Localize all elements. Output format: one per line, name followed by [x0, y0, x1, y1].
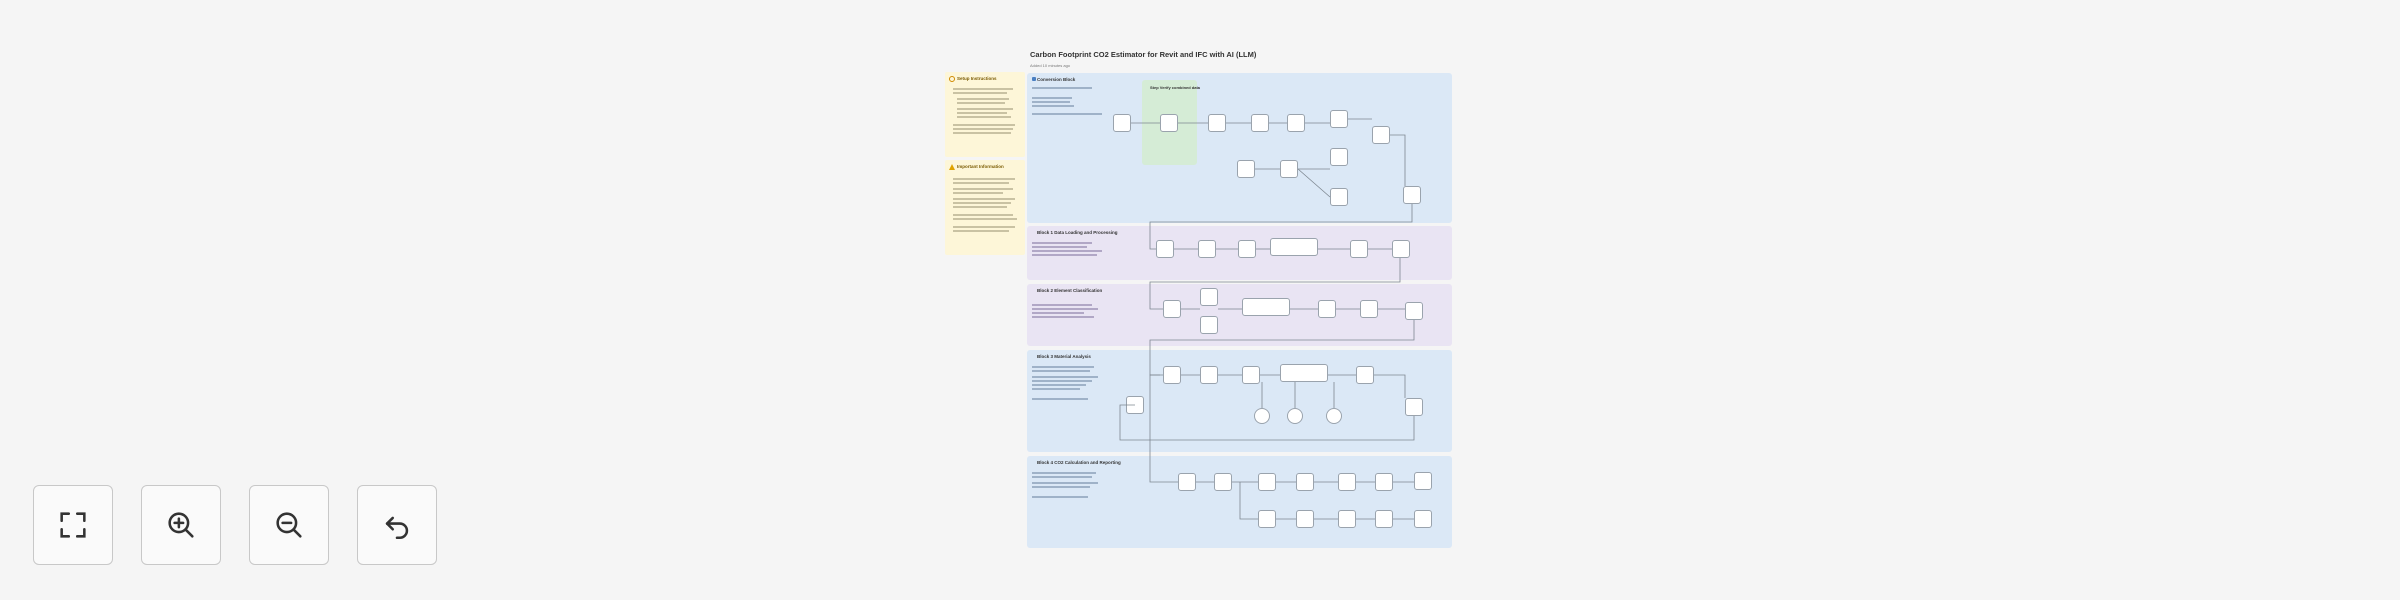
section-stage1-title: Block 1 Data Loading and Processing	[1037, 230, 1118, 235]
node-s4-pdf[interactable]	[1414, 510, 1432, 528]
zoom-out-icon	[276, 512, 302, 538]
node-trigger[interactable]	[1113, 114, 1131, 132]
node-edit-1[interactable]	[1330, 148, 1348, 166]
setup-note[interactable]: Setup Instructions	[945, 72, 1025, 157]
node-s3-code-4[interactable]	[1405, 398, 1423, 416]
node-s2-code[interactable]	[1318, 300, 1336, 318]
fit-view-icon	[60, 512, 86, 538]
node-run-converter[interactable]	[1330, 110, 1348, 128]
node-if-branch[interactable]	[1280, 160, 1298, 178]
section-stage3-title: Block 3 Material Analysis	[1037, 354, 1091, 359]
node-s2-edit[interactable]	[1200, 316, 1218, 334]
important-note-heading: Important Information	[957, 164, 1004, 169]
node-s4-code-2[interactable]	[1214, 473, 1232, 491]
node-s1-read[interactable]	[1156, 240, 1174, 258]
node-s2-ai-agent[interactable]	[1242, 298, 1290, 316]
section-stage2-title: Block 2 Element Classification	[1037, 288, 1103, 293]
node-s4-code-5[interactable]	[1338, 473, 1356, 491]
undo-icon	[385, 516, 409, 540]
section-stage4-title: Block 4 CO2 Calculation and Reporting	[1037, 460, 1121, 465]
undo-button[interactable]	[357, 485, 437, 565]
node-s4-code-1[interactable]	[1178, 473, 1196, 491]
node-s3-code-3[interactable]	[1356, 366, 1374, 384]
section-stage2[interactable]: Block 2 Element Classification	[1027, 284, 1452, 346]
node-s4-code-4[interactable]	[1296, 473, 1314, 491]
node-s4-export[interactable]	[1414, 472, 1432, 490]
important-note[interactable]: Important Information	[945, 160, 1025, 255]
node-check-file[interactable]	[1208, 114, 1226, 132]
node-s3-memory[interactable]	[1287, 408, 1303, 424]
zoom-out-button[interactable]	[249, 485, 329, 565]
node-edit-3[interactable]	[1403, 186, 1421, 204]
setup-note-heading: Setup Instructions	[957, 76, 997, 81]
node-s3-code-1[interactable]	[1200, 366, 1218, 384]
node-s4-code-7[interactable]	[1338, 510, 1356, 528]
node-s3-loop[interactable]	[1163, 366, 1181, 384]
node-s1-ai-agent[interactable]	[1270, 238, 1318, 256]
node-s4-code-3[interactable]	[1258, 473, 1276, 491]
node-s1-extract[interactable]	[1198, 240, 1216, 258]
section-conversion[interactable]: Conversion Block	[1027, 73, 1452, 223]
node-filter[interactable]	[1237, 160, 1255, 178]
section-stage3[interactable]: Block 3 Material Analysis	[1027, 350, 1452, 452]
node-s1-code-2[interactable]	[1350, 240, 1368, 258]
section-conversion-title: Conversion Block	[1037, 77, 1076, 82]
warning-icon	[949, 76, 955, 82]
node-s1-code[interactable]	[1238, 240, 1256, 258]
node-s3-code-2[interactable]	[1242, 366, 1260, 384]
node-s3-ai-agent[interactable]	[1280, 364, 1328, 382]
node-set-paths[interactable]	[1160, 114, 1178, 132]
node-if-exists[interactable]	[1251, 114, 1269, 132]
node-s3-model[interactable]	[1254, 408, 1270, 424]
section-stage4[interactable]: Block 4 CO2 Calculation and Reporting	[1027, 456, 1452, 548]
node-s2-edit-2[interactable]	[1405, 302, 1423, 320]
section-sticky-title: Step Verify combined data	[1150, 85, 1201, 90]
node-s3-parser[interactable]	[1326, 408, 1342, 424]
node-edit-2[interactable]	[1330, 188, 1348, 206]
node-s2-loop[interactable]	[1163, 300, 1181, 318]
alert-icon	[949, 164, 955, 170]
node-merge[interactable]	[1372, 126, 1390, 144]
node-s4-code-6[interactable]	[1258, 510, 1276, 528]
node-s2-code-top[interactable]	[1200, 288, 1218, 306]
node-if-converted[interactable]	[1287, 114, 1305, 132]
node-s4-chart[interactable]	[1375, 473, 1393, 491]
zoom-in-icon	[168, 512, 194, 538]
section-stage1[interactable]: Block 1 Data Loading and Processing	[1027, 226, 1452, 280]
node-s4-html[interactable]	[1296, 510, 1314, 528]
zoom-in-button[interactable]	[141, 485, 221, 565]
workflow-title: Carbon Footprint CO2 Estimator for Revit…	[1030, 50, 1257, 59]
fit-view-button[interactable]	[33, 485, 113, 565]
node-s4-code-8[interactable]	[1375, 510, 1393, 528]
node-s2-if[interactable]	[1360, 300, 1378, 318]
node-s1-code-3[interactable]	[1392, 240, 1410, 258]
workflow-subtitle: Added 10 minutes ago	[1030, 63, 1071, 68]
